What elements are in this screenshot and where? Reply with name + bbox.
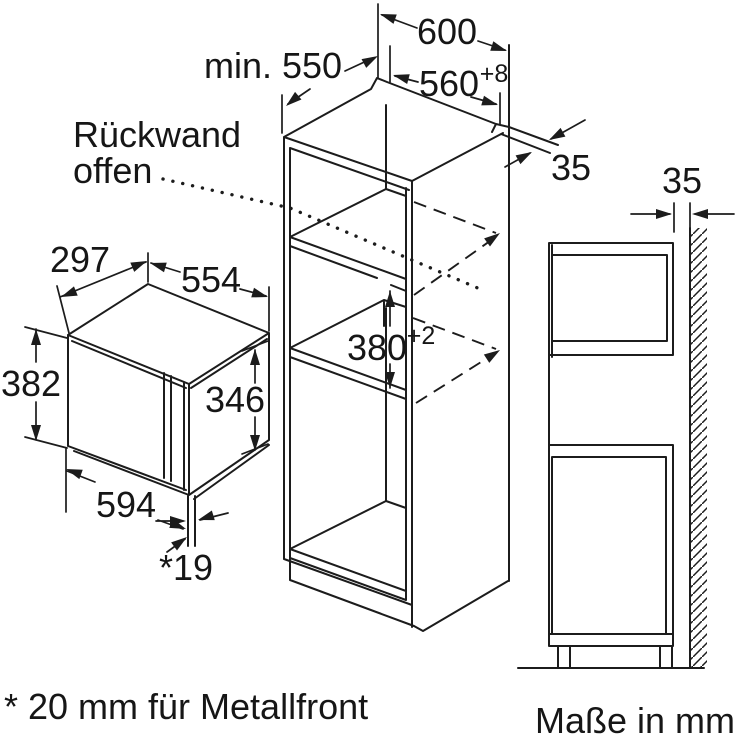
dim-niche-width-tolerance: +8 [480, 60, 509, 88]
arrow-297-right [130, 261, 147, 272]
arrow-19-right [198, 510, 215, 521]
footnote-metal-front: * 20 mm für Metallfront [4, 686, 368, 727]
dim-wall-clearance-label: 35 [662, 160, 702, 201]
dim-appliance-depth-label: 297 [50, 239, 110, 280]
arrow-19-leader [171, 537, 187, 551]
dim-niche-depth-label: min. 550 [204, 45, 342, 86]
arrow-382-down [31, 425, 41, 441]
dim-appliance-front-width-label: 594 [96, 484, 156, 525]
arrow-346-up [250, 349, 260, 365]
arrow-shelf-insert-upper [484, 233, 500, 247]
wall-hatching [690, 228, 707, 668]
tall-cabinet-outline [283, 44, 559, 632]
dim-appliance-height-label: 382 [1, 363, 61, 404]
units-note: Maße in mm [535, 700, 735, 736]
arrow-560-left [393, 74, 410, 84]
dim-appliance-top-width-label: 554 [181, 259, 241, 300]
dim-cabinet-width-label: 600 [417, 11, 477, 52]
microwave-outline [67, 283, 270, 547]
arrow-346-down [250, 435, 260, 451]
dim-niche-height-label: 380 [347, 327, 407, 368]
side-view-outline [517, 227, 705, 669]
dim-appliance-body-height-label: 346 [205, 379, 265, 420]
dim-niche-height-tolerance: +2 [407, 322, 436, 350]
dim-niche-width-label: 560 [419, 63, 479, 104]
arrow-wall-35-left [656, 209, 672, 219]
arrow-554-right [251, 287, 268, 298]
arrow-600-right [490, 41, 507, 51]
arrow-594-left [66, 469, 83, 480]
arrow-297-left [61, 286, 78, 297]
dim-door-projection-label: *19 [159, 547, 213, 588]
arrow-35-panel-lower [515, 152, 532, 165]
arrow-382-up [31, 329, 41, 345]
labels: 600 min. 550 560 +8 35 380 +2 297 554 38… [1, 11, 735, 736]
back-panel-note-line1: Rückwand [73, 114, 241, 155]
microwave-iso-view [67, 283, 270, 547]
arrow-35-panel-upper [549, 127, 566, 140]
shelf-insertion-dashed-arrows [412, 201, 498, 404]
wall-clearance-dimension-lines [630, 202, 735, 233]
arrow-550-left [286, 91, 302, 106]
arrow-380-up [385, 291, 395, 307]
arrow-shelf-insert-lower [483, 350, 500, 363]
open-back-dotted-leader [161, 177, 482, 291]
arrow-560-right [481, 95, 498, 106]
dim-panel-thickness-label: 35 [551, 147, 591, 188]
cabinet-side-view [517, 227, 707, 669]
arrow-600-left [380, 14, 397, 24]
arrow-380-down [385, 372, 395, 388]
arrow-554-left [150, 262, 167, 273]
dimension-arrowheads [31, 14, 708, 551]
arrow-550-right [361, 56, 378, 68]
arrow-19-left [170, 516, 186, 526]
arrow-wall-35-right [692, 209, 708, 219]
back-panel-note-line2: offen [73, 150, 152, 191]
tall-cabinet-iso-view [161, 44, 559, 632]
